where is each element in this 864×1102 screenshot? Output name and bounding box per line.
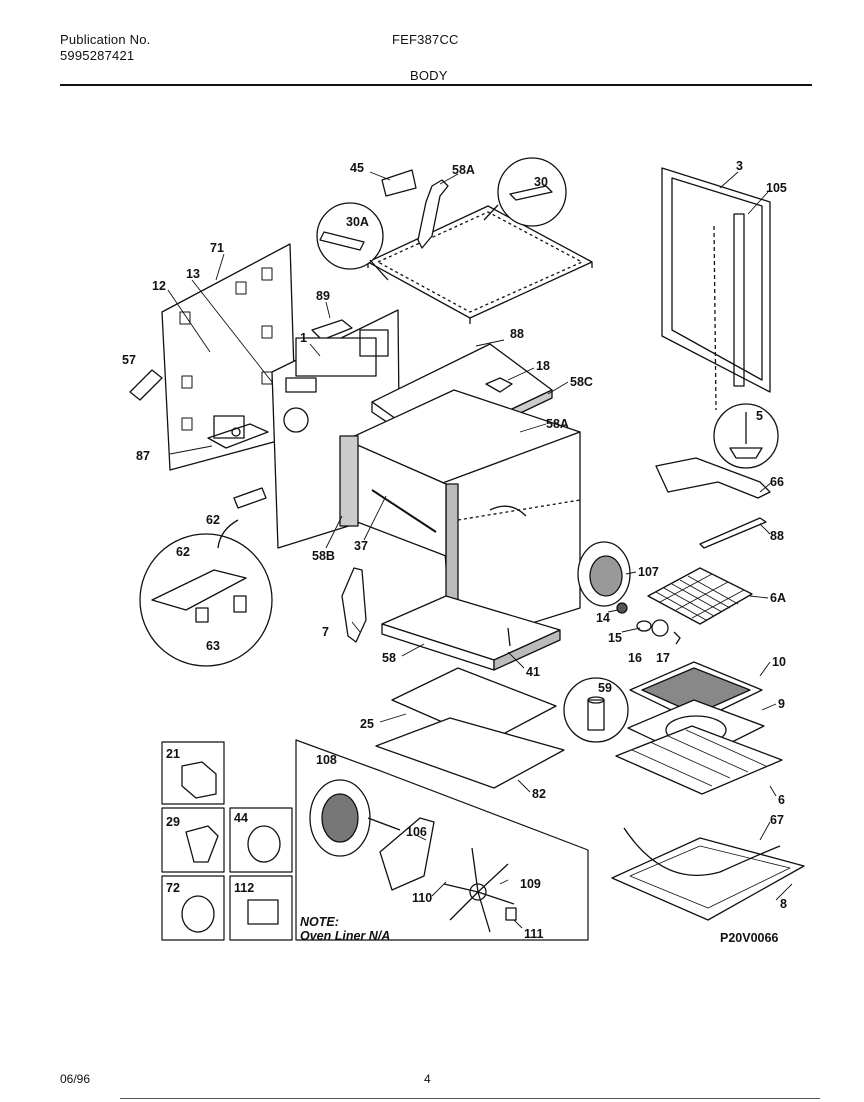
label-6A: 6A bbox=[770, 591, 786, 605]
label-67: 67 bbox=[770, 813, 784, 827]
publication-number: 5995287421 bbox=[60, 48, 135, 63]
part-44-drawing bbox=[247, 825, 281, 863]
label-18: 18 bbox=[536, 359, 550, 373]
part-21-drawing bbox=[181, 761, 217, 799]
label-88-top: 88 bbox=[510, 327, 524, 341]
label-6: 6 bbox=[778, 793, 785, 807]
leader-lines bbox=[167, 171, 793, 929]
label-5: 5 bbox=[756, 409, 763, 423]
label-44: 44 bbox=[234, 811, 248, 825]
parts-frames bbox=[161, 739, 589, 941]
hinge-7-drawing bbox=[341, 567, 367, 643]
label-12: 12 bbox=[152, 279, 166, 293]
label-14: 14 bbox=[596, 611, 610, 625]
label-1: 1 bbox=[300, 331, 307, 345]
label-109: 109 bbox=[520, 877, 541, 891]
label-82: 82 bbox=[532, 787, 546, 801]
bracket-106-drawing bbox=[379, 817, 435, 891]
label-41: 41 bbox=[526, 665, 540, 679]
detail-circle-62 bbox=[139, 519, 273, 667]
label-58A-mid: 58A bbox=[546, 417, 569, 431]
publication-label: Publication No. bbox=[60, 32, 151, 47]
label-16: 16 bbox=[628, 651, 642, 665]
oven-bottom-82-drawing bbox=[375, 717, 565, 789]
label-87: 87 bbox=[136, 449, 150, 463]
rack-6A-drawing bbox=[647, 567, 753, 625]
label-10: 10 bbox=[772, 655, 786, 669]
footer-date: 06/96 bbox=[60, 1072, 91, 1086]
label-9: 9 bbox=[778, 697, 785, 711]
model-number: FEF387CC bbox=[392, 32, 459, 47]
bracket-87-drawing bbox=[207, 415, 269, 449]
label-57: 57 bbox=[122, 353, 136, 367]
label-112: 112 bbox=[234, 881, 254, 895]
drawer-8-drawing bbox=[611, 827, 805, 921]
label-45: 45 bbox=[350, 161, 364, 175]
detail-circle-5 bbox=[713, 403, 779, 469]
footer-rule bbox=[120, 1098, 820, 1099]
label-58B: 58B bbox=[312, 549, 335, 563]
part-labels: 45 58A 30 30A 3 105 71 13 12 89 1 88 57 … bbox=[122, 159, 787, 945]
part-89-1-drawing bbox=[295, 319, 389, 377]
label-88-right: 88 bbox=[770, 529, 784, 543]
detail-circle-30 bbox=[483, 157, 567, 227]
label-3: 3 bbox=[736, 159, 743, 173]
terminal-block-62-drawing bbox=[233, 487, 267, 509]
label-108: 108 bbox=[316, 753, 337, 767]
header-rule bbox=[60, 84, 812, 86]
fan-blade-109-drawing bbox=[443, 847, 515, 933]
label-72: 72 bbox=[166, 881, 180, 895]
label-7: 7 bbox=[322, 625, 329, 639]
label-63: 63 bbox=[206, 639, 220, 653]
note-text: Oven Liner N/A bbox=[300, 929, 390, 943]
label-29: 29 bbox=[166, 815, 180, 829]
label-66: 66 bbox=[770, 475, 784, 489]
part-111-drawing bbox=[505, 907, 517, 921]
note-title: NOTE: bbox=[300, 915, 339, 929]
part-112-drawing bbox=[247, 899, 279, 925]
detail-circle-59 bbox=[563, 677, 629, 743]
label-8: 8 bbox=[780, 897, 787, 911]
detail-circle-30A bbox=[316, 202, 389, 281]
part-72-drawing bbox=[181, 895, 215, 933]
label-25: 25 bbox=[360, 717, 374, 731]
label-71: 71 bbox=[210, 241, 224, 255]
label-21: 21 bbox=[166, 747, 180, 761]
label-106: 106 bbox=[406, 825, 427, 839]
diagram-code: P20V0066 bbox=[720, 931, 778, 945]
label-105: 105 bbox=[766, 181, 787, 195]
label-89: 89 bbox=[316, 289, 330, 303]
convection-motor-108-drawing bbox=[309, 779, 401, 857]
part-57-drawing bbox=[129, 369, 163, 401]
fan-cover-107-drawing bbox=[577, 541, 631, 607]
page-number: 4 bbox=[424, 1072, 431, 1086]
part-29-drawing bbox=[185, 825, 219, 863]
label-30: 30 bbox=[534, 175, 548, 189]
bake-element-66-drawing bbox=[655, 457, 771, 549]
label-62-circle: 62 bbox=[176, 545, 190, 559]
label-37: 37 bbox=[354, 539, 368, 553]
insulation-58-drawing bbox=[381, 595, 561, 671]
back-panel-drawing bbox=[661, 167, 771, 411]
rack-6-drawing bbox=[615, 725, 783, 795]
label-13: 13 bbox=[186, 267, 200, 281]
label-110: 110 bbox=[412, 891, 432, 905]
label-107: 107 bbox=[638, 565, 659, 579]
label-15: 15 bbox=[608, 631, 622, 645]
label-59: 59 bbox=[598, 681, 612, 695]
label-58-low: 58 bbox=[382, 651, 396, 665]
label-17: 17 bbox=[656, 651, 670, 665]
label-30A: 30A bbox=[346, 215, 369, 229]
top-panel-drawing bbox=[367, 205, 593, 324]
label-58A-top: 58A bbox=[452, 163, 475, 177]
label-58C: 58C bbox=[570, 375, 593, 389]
small-parts-14-17-drawing bbox=[616, 602, 681, 645]
section-title: BODY bbox=[410, 68, 448, 83]
label-111: 111 bbox=[524, 927, 544, 941]
label-62-small: 62 bbox=[206, 513, 220, 527]
